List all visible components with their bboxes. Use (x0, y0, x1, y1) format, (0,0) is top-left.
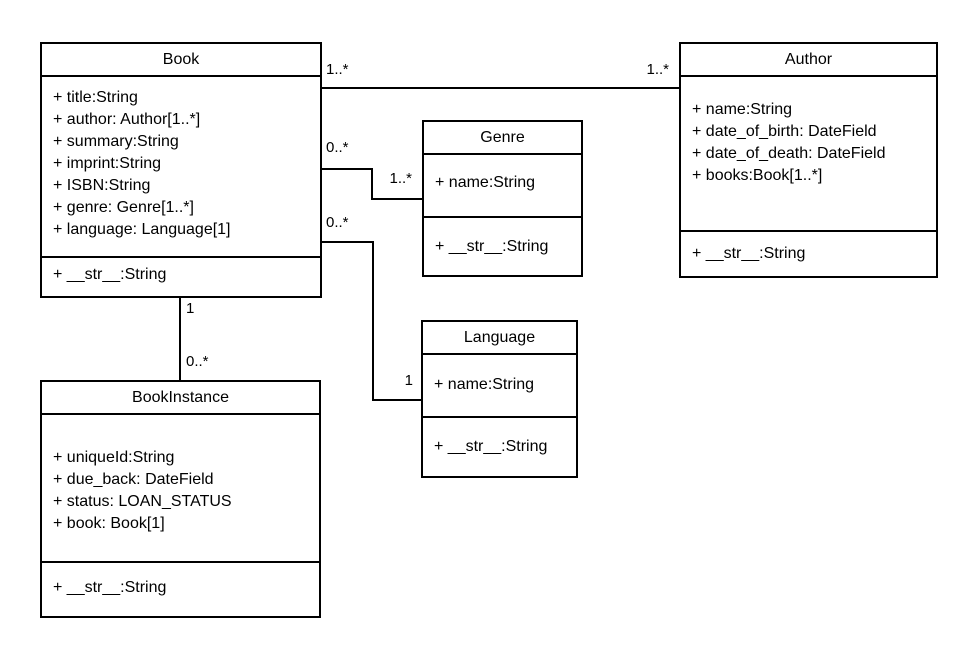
multiplicity-book-author-target: 1..* (646, 61, 669, 78)
association-book-bookinstance-line (179, 298, 181, 380)
class-attribute: + ISBN:String (53, 177, 151, 194)
multiplicity-book-author-source: 1..* (326, 61, 349, 78)
class-methods-bookinstance: + __str__:String (42, 563, 319, 616)
class-method: + __str__:String (435, 238, 549, 255)
class-method: + __str__:String (434, 438, 548, 455)
class-title-bookinstance: BookInstance (42, 382, 319, 415)
class-methods-book: + __str__:String (42, 258, 320, 296)
class-attribute: + date_of_birth: DateField (692, 123, 877, 140)
class-attribute: + books:Book[1..*] (692, 167, 823, 184)
multiplicity-book-genre-source: 0..* (326, 139, 349, 156)
class-box-author: Author + name:String + date_of_birth: Da… (679, 42, 938, 278)
association-book-genre-segment-2 (371, 168, 373, 200)
class-attribute: + due_back: DateField (53, 471, 214, 488)
class-methods-genre: + __str__:String (424, 218, 581, 275)
class-title-book: Book (42, 44, 320, 77)
class-attribute: + name:String (435, 174, 536, 191)
multiplicity-book-genre-target: 1..* (389, 170, 412, 187)
class-attribute: + status: LOAN_STATUS (53, 493, 232, 510)
class-attributes-book: + title:String + author: Author[1..*] + … (42, 77, 320, 258)
class-method: + __str__:String (53, 266, 167, 283)
class-attributes-language: + name:String (423, 355, 576, 418)
class-title-language: Language (423, 322, 576, 355)
class-title-genre: Genre (424, 122, 581, 155)
association-book-language-segment-2 (372, 241, 374, 401)
class-attribute: + uniqueId:String (53, 449, 175, 466)
class-attribute: + name:String (434, 376, 535, 393)
class-attribute: + date_of_death: DateField (692, 145, 886, 162)
class-box-bookinstance: BookInstance + uniqueId:String + due_bac… (40, 380, 321, 618)
class-box-book: Book + title:String + author: Author[1..… (40, 42, 322, 298)
class-method: + __str__:String (53, 579, 167, 596)
association-book-genre-segment-1 (322, 168, 373, 170)
multiplicity-book-language-source: 0..* (326, 214, 349, 231)
class-methods-author: + __str__:String (681, 232, 936, 276)
association-book-genre-segment-3 (371, 198, 422, 200)
class-box-genre: Genre + name:String + __str__:String (422, 120, 583, 277)
class-title-author: Author (681, 44, 936, 77)
class-attributes-genre: + name:String (424, 155, 581, 218)
class-attribute: + author: Author[1..*] (53, 111, 201, 128)
class-attribute: + summary:String (53, 133, 179, 150)
association-book-author-line (322, 87, 679, 89)
class-method: + __str__:String (692, 245, 806, 262)
multiplicity-book-bookinstance-target: 0..* (186, 353, 209, 370)
multiplicity-book-bookinstance-source: 1 (186, 300, 195, 317)
class-attributes-bookinstance: + uniqueId:String + due_back: DateField … (42, 415, 319, 563)
association-book-language-segment-1 (322, 241, 374, 243)
class-attribute: + imprint:String (53, 155, 162, 172)
class-box-language: Language + name:String + __str__:String (421, 320, 578, 478)
class-attribute: + language: Language[1] (53, 221, 231, 238)
association-book-language-segment-3 (372, 399, 421, 401)
class-attribute: + genre: Genre[1..*] (53, 199, 194, 216)
class-attribute: + name:String (692, 101, 793, 118)
class-attribute: + title:String (53, 89, 138, 106)
class-methods-language: + __str__:String (423, 418, 576, 476)
class-attributes-author: + name:String + date_of_birth: DateField… (681, 77, 936, 232)
multiplicity-book-language-target: 1 (404, 372, 413, 389)
class-attribute: + book: Book[1] (53, 515, 165, 532)
